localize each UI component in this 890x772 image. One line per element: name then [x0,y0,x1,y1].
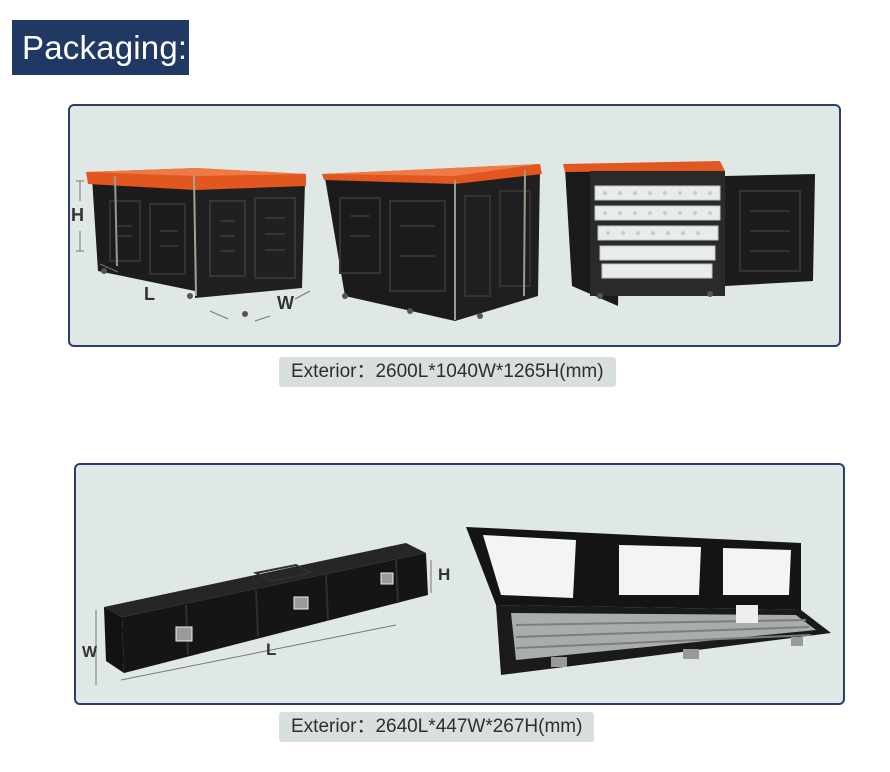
packaging-photo-panel-case: W L H [74,463,845,705]
crate-angle-photo [322,164,542,321]
crate-length-label: L [144,284,155,304]
crate-closed-photo: H L W [71,168,310,322]
case-height-label: H [438,565,450,584]
page-title: Packaging: [12,20,189,75]
crate-width-label: W [277,293,294,313]
packaging-photo-panel-crate: H L W [68,104,841,347]
case-width-label: W [82,644,98,661]
exterior-dimensions-caption-case: Exterior：2640L*447W*267H(mm) [279,712,595,742]
crate-height-label: H [71,205,84,225]
case-open-photo [466,527,831,675]
case-length-label: L [266,640,276,659]
crate-open-photo [563,161,815,306]
exterior-dimensions-caption-crate: Exterior：2600L*1040W*1265H(mm) [279,357,616,387]
case-closed-photo: W L H [82,543,450,685]
